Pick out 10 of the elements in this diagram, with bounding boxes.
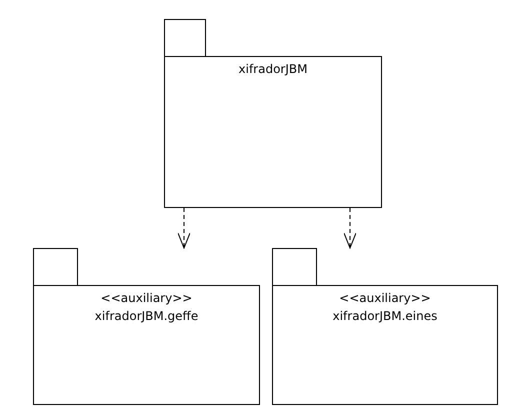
dependency-arrow xyxy=(344,208,356,248)
package-name: xifradorJBM.geffe xyxy=(94,308,198,325)
package-name: xifradorJBM xyxy=(238,61,308,78)
package-shape xyxy=(164,19,382,208)
dependency-arrow xyxy=(178,208,190,248)
package-name: xifradorJBM.eines xyxy=(332,308,438,325)
stereotype-label: <<auxiliary>> xyxy=(100,290,192,307)
package-shape xyxy=(33,248,260,405)
stereotype-label: <<auxiliary>> xyxy=(339,290,431,307)
package-shape xyxy=(272,248,498,405)
